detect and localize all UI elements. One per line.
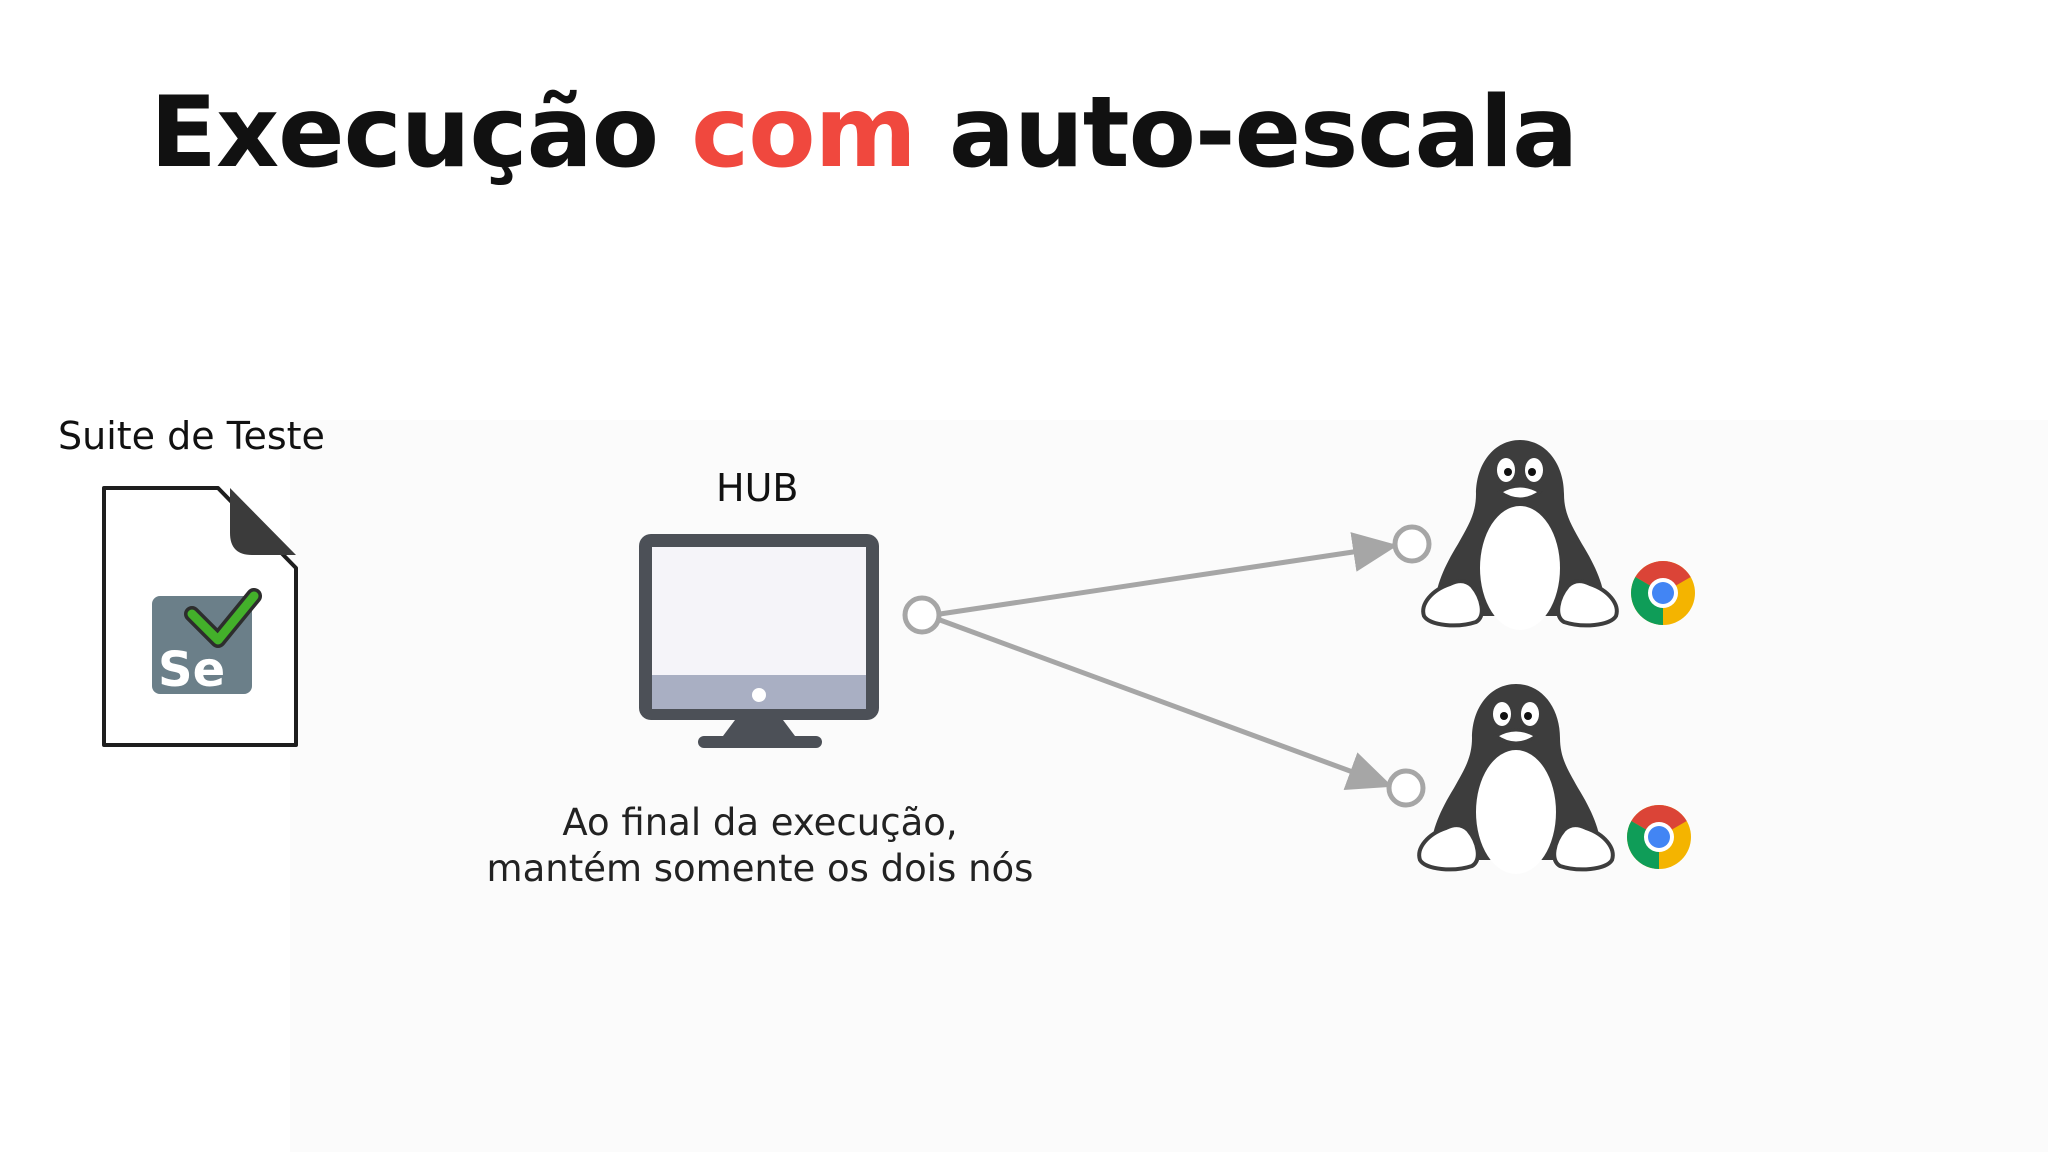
selenium-badge-text: Se [158,642,225,698]
hub-label: HUB [716,466,799,510]
title-text-end: auto-escala [915,76,1578,190]
linux-tux-icon [1417,684,1615,874]
selenium-file-icon: Se [102,486,298,747]
hub-port [902,595,942,635]
node-2 [1417,684,1691,874]
linux-tux-icon [1421,440,1619,630]
title-text-start: Execução [150,76,692,190]
suite-label: Suite de Teste [58,414,325,458]
diagram-background [290,420,2048,1152]
connector-to-node-2 [939,617,1393,790]
connectors [902,524,1432,808]
page-title: Execução com auto-escala [150,79,1578,188]
chrome-icon [1627,805,1691,869]
node-1-port [1392,524,1432,564]
node-1 [1421,440,1695,630]
monitor-icon [639,534,879,748]
title-accent-word: com [691,76,917,190]
caption-line-2: mantém somente os dois nós [486,847,1034,890]
caption: Ao final da execução, mantém somente os … [430,800,1090,892]
node-2-port [1386,768,1426,808]
connector-to-node-1 [939,532,1398,617]
check-icon [187,591,259,645]
caption-line-1: Ao final da execução, [562,801,958,844]
chrome-icon [1631,561,1695,625]
